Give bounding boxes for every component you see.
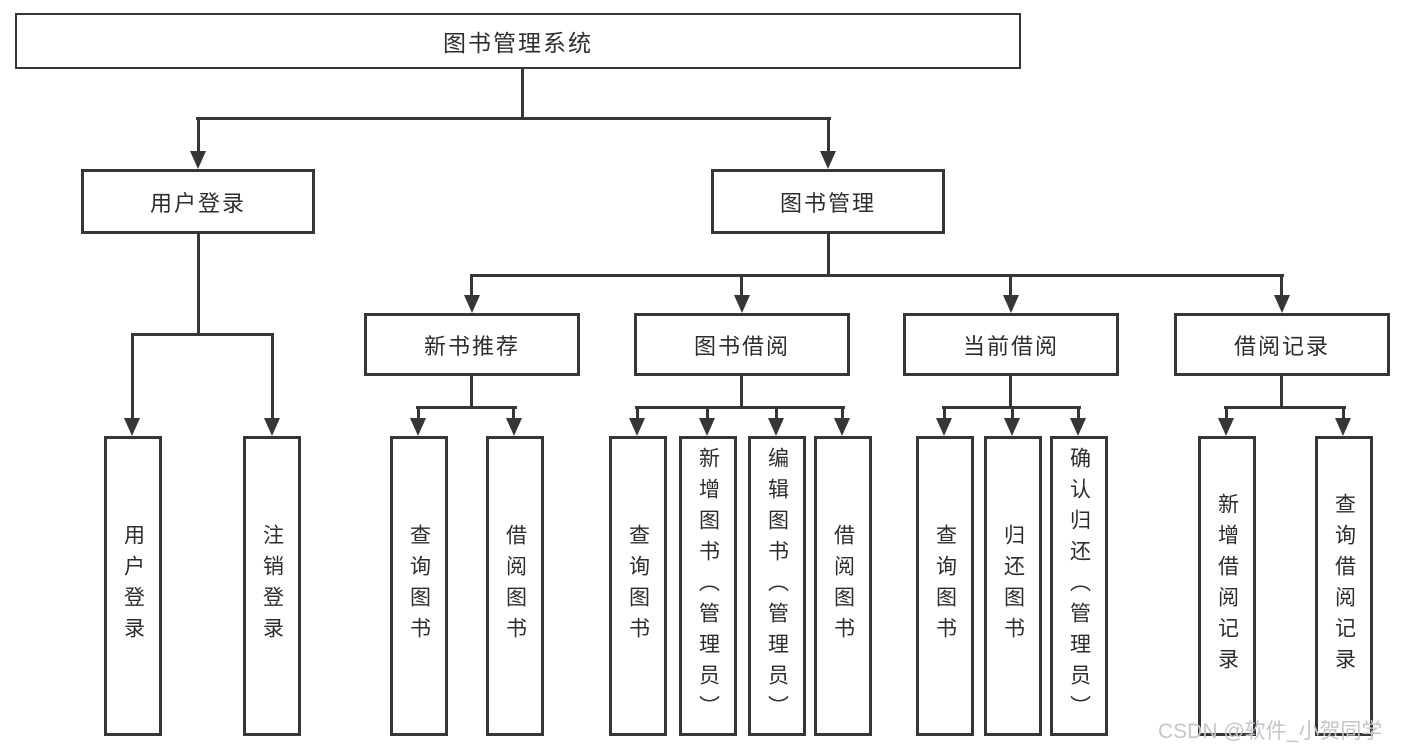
node-current-borrow: 当前借阅 (903, 313, 1119, 376)
connector-line (197, 233, 200, 336)
connector-line (131, 333, 274, 336)
connector-line (470, 375, 473, 409)
leaf-current-search-book: 查询图书 (916, 436, 974, 736)
connector-line (841, 406, 844, 420)
arrowhead-down-icon (699, 418, 715, 436)
arrowhead-down-icon (506, 418, 522, 436)
csdn-watermark: CSDN @软件_小贺同学 (1158, 720, 1383, 743)
node-book-borrow-label: 图书借阅 (693, 333, 790, 359)
arrowhead-down-icon (190, 151, 206, 169)
leaf-confirm-return-admin-label: 确认归还（管理员） (1067, 446, 1092, 726)
leaf-borrow-book: 借阅图书 (814, 436, 872, 736)
leaf-recommend-search-book-label: 查询图书 (407, 524, 432, 648)
connector-line (1077, 406, 1080, 420)
node-user-login: 用户登录 (81, 169, 315, 234)
arrowhead-down-icon (1335, 418, 1351, 436)
connector-line (1224, 406, 1346, 409)
leaf-add-borrow-record: 新增借阅记录 (1198, 436, 1256, 736)
leaf-borrow-search-book-label: 查询图书 (626, 524, 651, 648)
connector-line (197, 117, 200, 153)
node-borrow-records: 借阅记录 (1174, 313, 1390, 376)
arrowhead-down-icon (936, 418, 952, 436)
leaf-add-book-admin: 新增图书（管理员） (679, 436, 737, 736)
arrowhead-down-icon (264, 418, 280, 436)
connector-line (636, 406, 639, 420)
connector-line (470, 274, 473, 297)
arrowhead-down-icon (124, 418, 140, 436)
node-new-book-recommend: 新书推荐 (364, 313, 580, 376)
connector-line (1280, 375, 1283, 409)
connector-line (1342, 406, 1345, 420)
arrowhead-down-icon (834, 418, 850, 436)
leaf-confirm-return-admin: 确认归还（管理员） (1050, 436, 1108, 736)
connector-line (635, 406, 845, 409)
arrowhead-down-icon (410, 418, 426, 436)
node-root: 图书管理系统 (15, 13, 1021, 69)
node-user-login-label: 用户登录 (149, 190, 246, 216)
arrowhead-down-icon (734, 295, 750, 313)
leaf-user-login: 用户登录 (104, 436, 162, 736)
leaf-borrow-search-book: 查询图书 (609, 436, 667, 736)
connector-line (196, 117, 831, 120)
connector-line (1225, 406, 1228, 420)
leaf-logout: 注销登录 (243, 436, 301, 736)
connector-line (1280, 274, 1283, 297)
arrowhead-down-icon (1274, 295, 1290, 313)
leaf-borrow-book-label: 借阅图书 (831, 524, 856, 648)
node-book-borrow: 图书借阅 (634, 313, 850, 376)
arrowhead-down-icon (464, 295, 480, 313)
leaf-search-borrow-record: 查询借阅记录 (1315, 436, 1373, 736)
connector-line (271, 333, 274, 420)
arrowhead-down-icon (1003, 295, 1019, 313)
node-book-management-label: 图书管理 (779, 190, 876, 216)
connector-line (827, 117, 830, 153)
connector-line (470, 274, 1284, 277)
leaf-edit-book-admin: 编辑图书（管理员） (748, 436, 806, 736)
connector-line (943, 406, 946, 420)
node-root-label: 图书管理系统 (443, 31, 593, 56)
connector-line (740, 274, 743, 297)
node-book-management: 图书管理 (711, 169, 945, 234)
connector-line (521, 68, 524, 119)
arrowhead-down-icon (768, 418, 784, 436)
connector-line (706, 406, 709, 420)
leaf-edit-book-admin-label: 编辑图书（管理员） (765, 446, 790, 726)
connector-line (827, 233, 830, 277)
connector-line (417, 406, 420, 420)
connector-line (775, 406, 778, 420)
node-borrow-records-label: 借阅记录 (1233, 333, 1330, 359)
leaf-search-borrow-record-label: 查询借阅记录 (1332, 493, 1357, 679)
arrowhead-down-icon (1070, 418, 1086, 436)
leaf-recommend-borrow-book: 借阅图书 (486, 436, 544, 736)
connector-line (131, 333, 134, 420)
arrowhead-down-icon (820, 151, 836, 169)
connector-line (512, 406, 515, 420)
connector-line (1009, 375, 1012, 409)
leaf-logout-label: 注销登录 (260, 524, 285, 648)
leaf-return-book-label: 归还图书 (1001, 524, 1026, 648)
leaf-current-search-book-label: 查询图书 (933, 524, 958, 648)
leaf-add-book-admin-label: 新增图书（管理员） (696, 446, 721, 726)
leaf-recommend-borrow-book-label: 借阅图书 (503, 524, 528, 648)
leaf-recommend-search-book: 查询图书 (390, 436, 448, 736)
connector-line (740, 375, 743, 409)
arrowhead-down-icon (629, 418, 645, 436)
leaf-return-book: 归还图书 (984, 436, 1042, 736)
connector-line (1011, 406, 1014, 420)
leaf-user-login-label: 用户登录 (121, 524, 146, 648)
leaf-add-borrow-record-label: 新增借阅记录 (1215, 493, 1240, 679)
connector-line (1009, 274, 1012, 297)
arrowhead-down-icon (1004, 418, 1020, 436)
arrowhead-down-icon (1218, 418, 1234, 436)
connector-line (416, 406, 517, 409)
node-new-book-recommend-label: 新书推荐 (423, 333, 520, 359)
node-current-borrow-label: 当前借阅 (962, 333, 1059, 359)
